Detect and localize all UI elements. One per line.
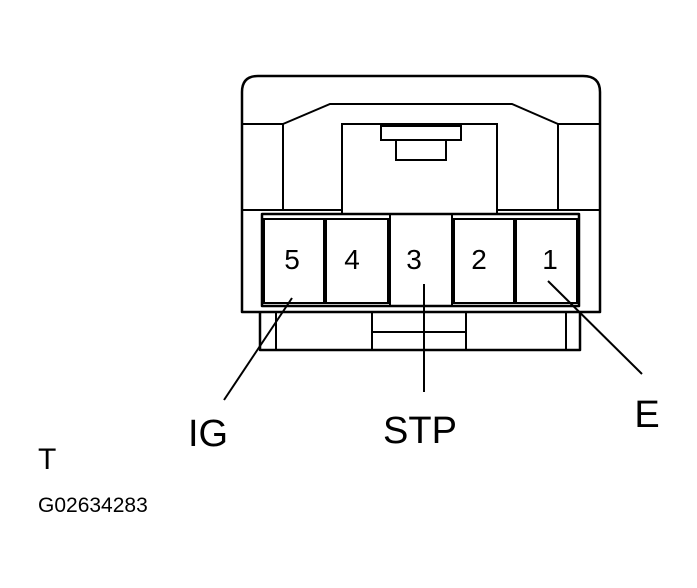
callout-stp: STP — [383, 410, 457, 452]
leader-line-ig — [223, 297, 293, 401]
pin-label-5: 5 — [284, 244, 300, 275]
callout-ig: IG — [188, 413, 228, 455]
pin-cavity-4 — [325, 218, 389, 304]
pin-cavity-5 — [263, 218, 325, 304]
view-letter: T — [38, 443, 56, 476]
pin-label-2: 2 — [471, 244, 487, 275]
pin-label-1: 1 — [542, 244, 558, 275]
connector-housing — [240, 74, 602, 314]
connector-latch — [242, 103, 600, 214]
leader-line-e — [547, 280, 643, 375]
connector-base — [258, 311, 582, 352]
callout-e: E — [634, 394, 659, 436]
pin-label-4: 4 — [344, 244, 360, 275]
pin-cavity-3 — [389, 213, 453, 307]
pin-cavity-1 — [515, 218, 578, 304]
pin-label-3: 3 — [406, 244, 422, 275]
figure-id: G02634283 — [38, 494, 148, 517]
terminal-block — [260, 212, 581, 308]
pin-cavity-2 — [453, 218, 515, 304]
